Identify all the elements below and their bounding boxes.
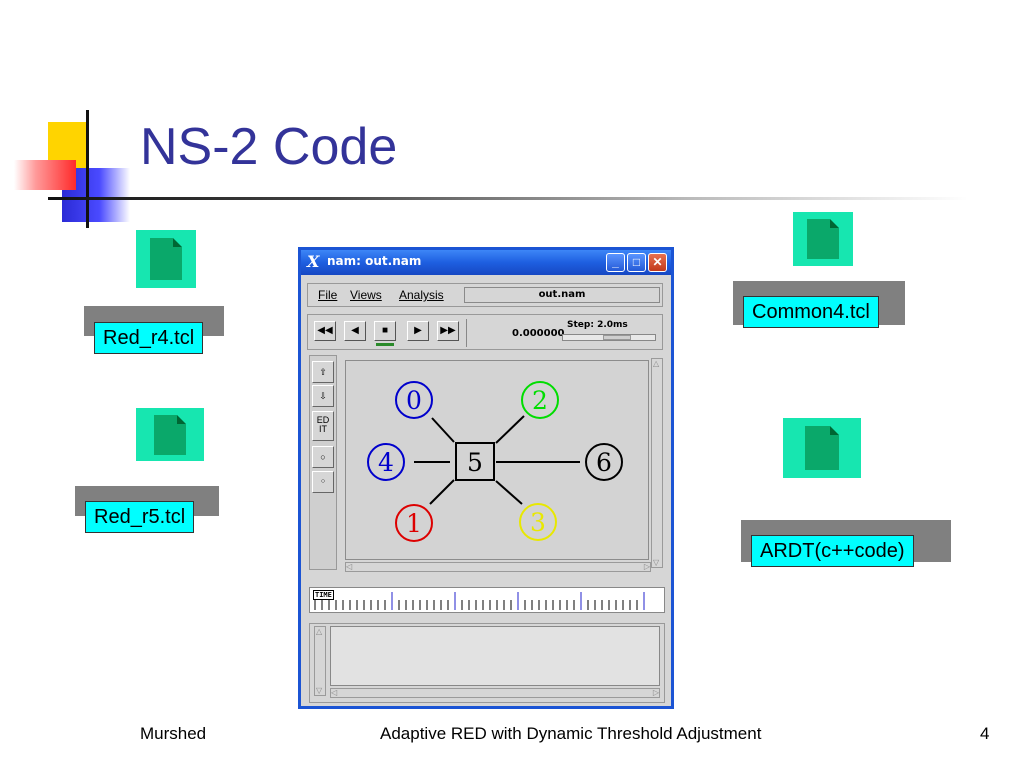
step-slider-thumb[interactable] xyxy=(603,335,631,340)
scroll-left-arrow-icon[interactable]: ◁ xyxy=(331,688,338,697)
close-button[interactable]: ✕ xyxy=(648,253,667,272)
window-title: nam: out.nam xyxy=(327,254,422,268)
footer-page-number: 4 xyxy=(980,724,990,743)
node-3[interactable]: 3 xyxy=(519,503,557,541)
document-icon xyxy=(150,238,182,280)
circle-tool-icon[interactable]: ○ xyxy=(312,446,334,468)
window-titlebar[interactable]: X nam: out.nam _ □ ✕ xyxy=(301,250,671,275)
file-icon-common4[interactable] xyxy=(793,212,853,266)
svg-text:1: 1 xyxy=(406,509,422,538)
annotation-horizontal-scrollbar[interactable]: ◁ ▷ xyxy=(330,688,660,698)
menubar: File Views Analysis out.nam xyxy=(307,283,663,307)
minimize-button[interactable]: _ xyxy=(606,253,625,272)
svg-text:4: 4 xyxy=(378,448,394,477)
window-client: File Views Analysis out.nam ◀◀ ◀ ■ ▶ ▶▶ … xyxy=(301,275,671,706)
fast-forward-button[interactable]: ▶▶ xyxy=(437,321,459,341)
zoom-out-icon[interactable]: ⇩ xyxy=(312,385,334,407)
node-0[interactable]: 0 xyxy=(395,381,433,419)
node-4[interactable]: 4 xyxy=(367,443,405,481)
title-underline xyxy=(48,197,968,200)
file-icon-red-r4[interactable] xyxy=(136,230,196,288)
document-icon xyxy=(805,426,839,470)
file-icon-ardt[interactable] xyxy=(783,418,861,478)
edit-button[interactable]: ED IT xyxy=(312,411,334,441)
menu-file[interactable]: File xyxy=(318,288,338,302)
small-circle-tool-icon[interactable]: ○ xyxy=(312,471,334,493)
scroll-right-arrow-icon[interactable]: ▷ xyxy=(652,688,659,697)
svg-text:5: 5 xyxy=(467,448,483,477)
nam-window: X nam: out.nam _ □ ✕ File Views Analysis… xyxy=(298,247,674,709)
rewind-button[interactable]: ◀◀ xyxy=(314,321,336,341)
network-topology: 0 2 4 5 6 xyxy=(367,381,623,542)
node-2[interactable]: 2 xyxy=(521,381,559,419)
scroll-up-arrow-icon[interactable]: △ xyxy=(653,359,660,368)
footer-subtitle: Adaptive RED with Dynamic Threshold Adju… xyxy=(380,724,762,743)
file-label-common4[interactable]: Common4.tcl xyxy=(743,296,879,328)
scroll-right-arrow-icon[interactable]: ▷ xyxy=(643,562,650,571)
menu-views[interactable]: Views xyxy=(350,288,382,302)
timeline-label: TIME xyxy=(313,590,334,600)
file-name-field: out.nam xyxy=(464,287,660,303)
maximize-button[interactable]: □ xyxy=(627,253,646,272)
footer-author: Murshed xyxy=(140,724,207,743)
file-label-red-r5[interactable]: Red_r5.tcl xyxy=(85,501,195,533)
link-0-5 xyxy=(431,417,455,443)
file-icon-red-r5[interactable] xyxy=(136,408,204,461)
annotation-text-area[interactable] xyxy=(330,626,660,686)
step-slider[interactable] xyxy=(562,334,656,341)
link-2-5 xyxy=(495,415,525,444)
title-decoration-vertical-line xyxy=(86,110,89,228)
timeline-ticks xyxy=(314,592,645,610)
link-5-3 xyxy=(495,480,523,505)
title-decoration-red xyxy=(14,160,76,190)
divider xyxy=(466,319,467,347)
node-1[interactable]: 1 xyxy=(395,504,433,542)
play-forward-button[interactable]: ▶ xyxy=(407,321,429,341)
step-label: Step: 2.0ms xyxy=(567,320,628,330)
svg-text:0: 0 xyxy=(406,386,422,415)
link-5-1 xyxy=(429,479,455,505)
stop-button[interactable]: ■ xyxy=(374,321,396,341)
vertical-scrollbar[interactable]: △ ▽ xyxy=(651,358,663,568)
timeline-slider[interactable]: TIME xyxy=(309,587,665,613)
file-label-ardt[interactable]: ARDT(c++code) xyxy=(751,535,914,567)
zoom-in-icon[interactable]: ⇧ xyxy=(312,361,334,383)
horizontal-scrollbar[interactable]: ◁ ▷ xyxy=(345,562,651,572)
document-icon xyxy=(154,415,186,455)
scroll-left-arrow-icon[interactable]: ◁ xyxy=(346,562,353,571)
tool-palette: ⇧ ⇩ ED IT ○ ○ xyxy=(309,355,337,570)
time-readout: 0.000000 xyxy=(512,328,565,339)
slide-title: NS-2 Code xyxy=(140,118,398,176)
document-icon xyxy=(807,219,839,259)
scroll-up-arrow-icon[interactable]: △ xyxy=(316,627,323,636)
scroll-down-arrow-icon[interactable]: ▽ xyxy=(653,558,660,567)
svg-text:3: 3 xyxy=(530,508,546,537)
annotation-vertical-scrollbar[interactable]: △ ▽ xyxy=(314,626,326,696)
svg-text:2: 2 xyxy=(532,386,548,415)
node-6[interactable]: 6 xyxy=(585,443,623,481)
svg-text:6: 6 xyxy=(596,448,612,477)
links xyxy=(414,415,580,505)
play-backward-button[interactable]: ◀ xyxy=(344,321,366,341)
annotation-pane: △ ▽ ◁ ▷ xyxy=(309,623,665,703)
file-label-red-r4[interactable]: Red_r4.tcl xyxy=(94,322,204,354)
scroll-down-arrow-icon[interactable]: ▽ xyxy=(316,686,323,695)
topology-canvas[interactable]: 0 2 4 5 6 xyxy=(345,360,649,560)
x-logo-icon: X xyxy=(307,252,320,271)
node-5[interactable]: 5 xyxy=(455,442,495,481)
stop-indicator xyxy=(376,343,394,346)
menu-analysis[interactable]: Analysis xyxy=(399,288,444,302)
playback-controls: ◀◀ ◀ ■ ▶ ▶▶ 0.000000 Step: 2.0ms xyxy=(307,314,663,350)
